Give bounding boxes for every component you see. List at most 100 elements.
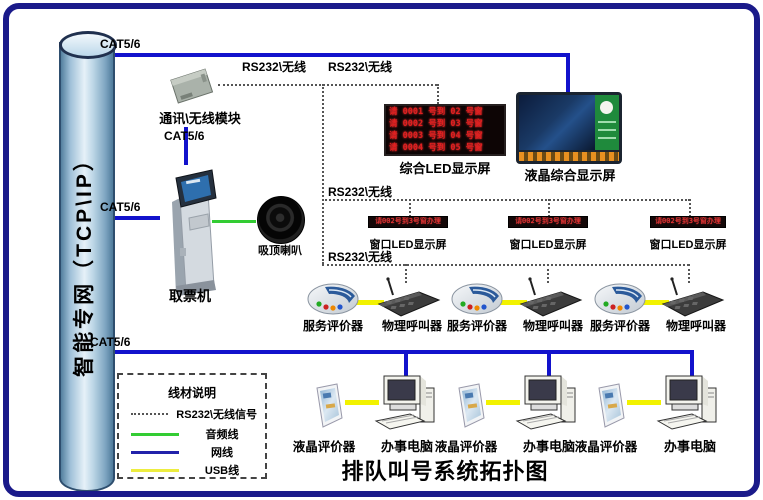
service-evaluator-label-1: 服务评价器	[302, 319, 363, 333]
rs232-label-3: RS232\无线	[328, 185, 393, 199]
usb-line-desk1	[345, 400, 379, 405]
lcd-panel-line	[598, 121, 616, 123]
rs232-label-4: RS232\无线	[328, 250, 393, 264]
rs232-bus-windowled	[322, 199, 690, 201]
legend-row-usb: USB线	[131, 463, 257, 477]
ticket-machine-label: 取票机	[169, 288, 211, 304]
office-computer-icon-1	[374, 375, 435, 430]
rs232-drop-wled1	[409, 199, 411, 217]
net-line-sample	[131, 450, 179, 454]
rs232-drop-mainled	[437, 84, 439, 104]
rs232-drop-wled3	[689, 199, 691, 217]
diagram-title: 排队叫号系统拓扑图	[341, 459, 549, 484]
legend-net-label: 网线	[211, 447, 233, 459]
backbone-cylinder	[59, 42, 115, 492]
office-computer-icon-2	[515, 375, 576, 430]
usb-line-desk3	[627, 400, 661, 405]
physical-caller-icon-1	[377, 277, 441, 317]
main-led-label: 综合LED显示屏	[399, 161, 491, 176]
net-line-lcd-drop	[566, 53, 570, 93]
lcd-panel-logo	[600, 101, 613, 114]
legend-rs232-label: RS232\无线信号	[176, 409, 257, 421]
net-drop-pc2	[547, 352, 551, 378]
net-drop-pc1	[404, 352, 408, 378]
net-line-module-ticket	[184, 127, 188, 165]
legend-row-net: 网线	[131, 445, 257, 459]
audio-line	[212, 220, 256, 223]
rs232-bus-callers	[322, 264, 689, 266]
legend-audio-label: 音频线	[205, 429, 239, 441]
service-evaluator-icon-1	[307, 283, 359, 315]
rs232-label-1: RS232\无线	[242, 60, 307, 74]
lcd-evaluator-icon-3	[598, 383, 625, 428]
lcd-info-panel	[595, 95, 619, 150]
net-line-ticket	[100, 216, 160, 220]
rs232-drop-caller3	[688, 264, 690, 283]
lcd-video-area	[519, 95, 595, 150]
cat56-label-module: CAT5/6	[164, 129, 205, 143]
office-computer-label-2: 办事电脑	[522, 439, 575, 454]
service-evaluator-label-3: 服务评价器	[589, 319, 650, 333]
window-led-3: 请002号到3号窗办理	[650, 216, 726, 228]
legend-row-rs232: RS232\无线信号	[131, 407, 257, 421]
window-led-1: 请002号到3号窗办理	[368, 216, 448, 228]
wireless-module-label: 通讯\无线模块	[159, 111, 241, 126]
usb-line-pair3	[637, 300, 669, 305]
cat56-label-top: CAT5/6	[100, 37, 141, 51]
audio-line-sample	[131, 432, 179, 436]
wireless-module-icon	[170, 68, 214, 104]
cat56-label-bottom: CAT5/6	[90, 335, 131, 349]
usb-line-sample	[131, 468, 179, 472]
backbone-label: 智能专网（TCP\IP）	[73, 147, 96, 377]
window-led-label-3: 窗口LED显示屏	[649, 239, 727, 251]
rs232-label-2: RS232\无线	[328, 60, 393, 74]
usb-line-pair1	[352, 300, 384, 305]
lcd-evaluator-icon-2	[458, 383, 485, 428]
main-led-display: 请 0001 号到 02 号窗 请 0002 号到 03 号窗 请 0003 号…	[384, 104, 506, 156]
rs232-line-sample	[131, 413, 169, 415]
net-line-top-bus	[100, 53, 570, 57]
rs232-drop-caller2	[547, 264, 549, 283]
main-led-line-4: 请 0004 号到 05 号窗	[389, 142, 483, 153]
physical-caller-label-3: 物理呼叫器	[665, 319, 726, 333]
rs232-trunk	[322, 84, 324, 264]
backbone-cylinder-top	[59, 31, 117, 59]
service-evaluator-label-2: 服务评价器	[446, 319, 507, 333]
service-evaluator-icon-3	[594, 283, 646, 315]
ticket-machine-icon	[172, 169, 217, 296]
net-drop-pc3	[690, 352, 694, 378]
lcd-screen	[519, 95, 619, 150]
lcd-evaluator-label-3: 液晶评价器	[574, 440, 638, 454]
rs232-line-top	[218, 84, 437, 86]
lcd-panel-line	[598, 137, 616, 139]
legend-title: 线材说明	[167, 386, 216, 400]
office-computer-icon-3	[656, 375, 717, 430]
rs232-drop-wled2	[548, 199, 550, 217]
cat56-label-ticket: CAT5/6	[100, 200, 141, 214]
office-computer-label-1: 办事电脑	[380, 439, 433, 454]
net-line-bottom-bus	[100, 350, 694, 354]
service-evaluator-icon-2	[451, 283, 503, 315]
usb-line-desk2	[486, 400, 520, 405]
lcd-ticker	[519, 152, 619, 161]
main-led-line-1: 请 0001 号到 02 号窗	[389, 106, 483, 117]
lcd-evaluator-label-2: 液晶评价器	[434, 440, 498, 454]
main-lcd-label: 液晶综合显示屏	[524, 168, 616, 183]
window-led-2: 请002号到3号窗办理	[508, 216, 588, 228]
office-computer-label-3: 办事电脑	[663, 439, 716, 454]
physical-caller-label-2: 物理呼叫器	[522, 319, 583, 333]
rs232-drop-caller1	[405, 264, 407, 283]
ceiling-speaker-label: 吸顶喇叭	[258, 245, 302, 257]
main-lcd-display	[516, 92, 622, 164]
lcd-evaluator-icon-1	[316, 383, 343, 428]
window-led-label-1: 窗口LED显示屏	[369, 239, 447, 251]
main-led-line-3: 请 0003 号到 04 号窗	[389, 130, 483, 141]
physical-caller-label-1: 物理呼叫器	[381, 319, 442, 333]
physical-caller-icon-3	[661, 277, 725, 317]
physical-caller-icon-2	[519, 277, 583, 317]
lcd-evaluator-label-1: 液晶评价器	[292, 440, 356, 454]
window-led-label-2: 窗口LED显示屏	[509, 239, 587, 251]
main-led-line-2: 请 0002 号到 03 号窗	[389, 118, 483, 129]
legend-box: 线材说明 RS232\无线信号 音频线 网线 USB线	[117, 373, 267, 479]
